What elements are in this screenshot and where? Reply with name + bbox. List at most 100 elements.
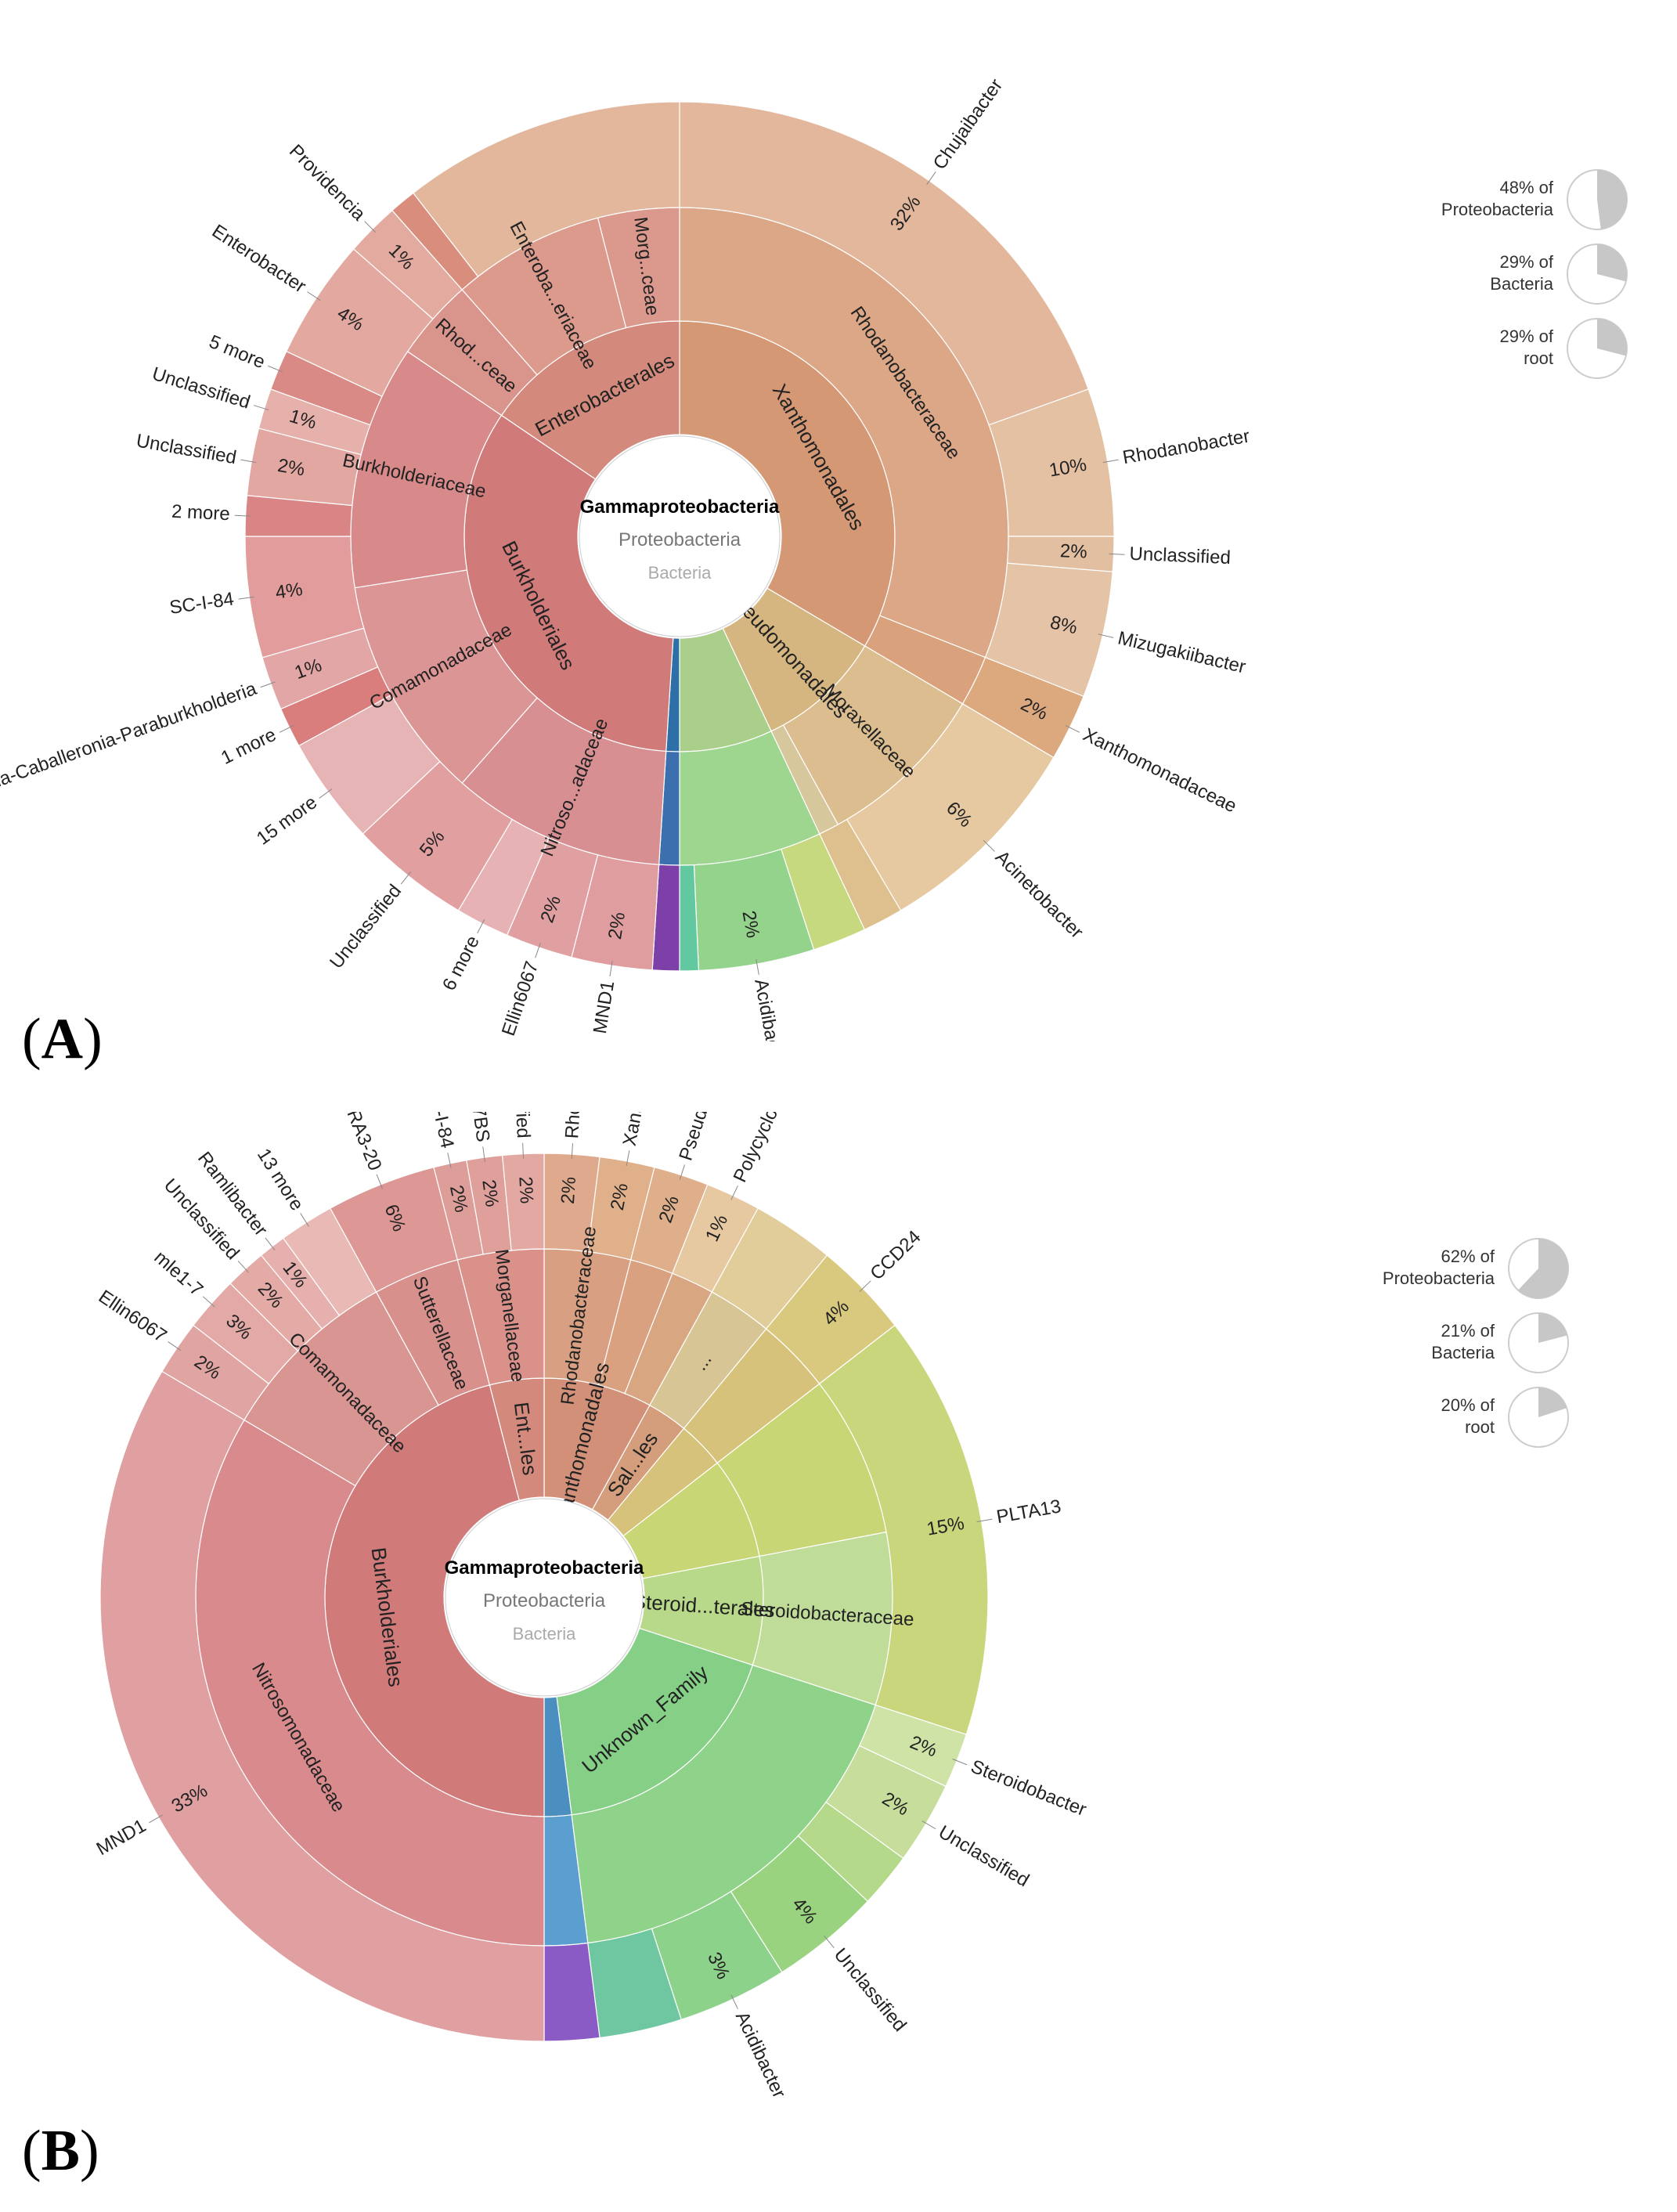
segment-label-13-more: 13 more — [253, 1145, 308, 1214]
center-circle[interactable] — [445, 1498, 644, 1697]
leader-line — [234, 514, 251, 517]
segment-label-unclassified: Unclassified — [830, 1944, 911, 2036]
leader-line — [268, 365, 283, 373]
segment-label-providencia: Providencia — [285, 140, 370, 225]
leader-line — [482, 1146, 485, 1163]
leader-line — [976, 1518, 993, 1523]
panel-label-a: (A) — [22, 1007, 103, 1071]
leader-line — [756, 959, 759, 975]
leader-line — [400, 871, 412, 885]
leader-line — [447, 1153, 452, 1168]
segment-label-chujaibacter: Chujaibacter — [929, 75, 1008, 174]
leader-line — [319, 788, 333, 799]
center-label-0: Gammaproteobacteria — [445, 1557, 644, 1579]
leader-line — [535, 943, 541, 958]
summary-of: root — [1524, 348, 1553, 368]
segment-label-rhodanobacter: Rhodanobacter — [1121, 425, 1251, 468]
summary-pie-wedge — [1538, 1313, 1567, 1343]
pct-label: 2% — [738, 909, 763, 940]
segment-label-unclassified: Unclassified — [508, 1112, 534, 1138]
summary-of: Proteobacteria — [1441, 200, 1554, 219]
summary-value: 20% of — [1441, 1395, 1495, 1415]
leader-line — [609, 961, 613, 977]
summary-pie-wedge — [1597, 170, 1627, 229]
summary-pie-wedge — [1538, 1387, 1567, 1417]
segment-label-acinetobacter: Acinetobacter — [991, 846, 1087, 943]
leader-line — [730, 1185, 738, 1200]
leader-line — [202, 1296, 215, 1308]
leader-line — [168, 1341, 182, 1351]
segment-label-2-more: 2 more — [171, 501, 230, 525]
leader-line — [265, 1237, 276, 1251]
summary-pie-wedge — [1517, 1239, 1568, 1298]
pct-label: 2% — [478, 1178, 502, 1208]
leader-line — [1098, 633, 1114, 638]
segment-label-rhodanobacteraceae: Rhodanobacteraceae — [561, 1112, 593, 1139]
leader-line — [376, 1174, 383, 1189]
pct-label: 2% — [604, 911, 629, 940]
segment-label-b1-7bs: B1-7BS — [464, 1112, 494, 1143]
leader-line — [926, 171, 936, 186]
segment-label-pseudomonadales: Pseudomonadales — [675, 1112, 743, 1164]
leader-line — [279, 725, 294, 733]
segment-label-xanthomonadaceae: Xanthomonadaceae — [1080, 724, 1240, 817]
summary-of: Bacteria — [1431, 1343, 1495, 1362]
leader-line — [952, 1759, 968, 1766]
summary-value: 29% of — [1500, 327, 1554, 346]
segment-label-unclassified: Unclassified — [1129, 543, 1231, 568]
leader-line — [240, 459, 257, 464]
segment-label-6-more: 6 more — [438, 933, 484, 994]
segment-label-tra3-20: TRA3-20 — [338, 1112, 385, 1174]
leader-line — [238, 596, 254, 600]
panel-label-b: (B) — [22, 2119, 99, 2183]
leader-line — [477, 918, 485, 934]
center-circle[interactable] — [579, 435, 781, 637]
leader-line — [1102, 459, 1119, 464]
segment-label-unclassified: Unclassified — [326, 881, 406, 973]
pct-label: 2% — [1059, 540, 1087, 562]
segment-label-polycyclovorans: Polycyclovorans — [730, 1112, 806, 1185]
leader-line — [364, 221, 377, 233]
leader-line — [149, 1814, 163, 1824]
leader-line — [307, 291, 321, 301]
leader-line — [824, 1935, 835, 1948]
segment-label-unclassified: Unclassified — [150, 363, 253, 413]
segment-label-unclassified: Unclassified — [135, 430, 238, 468]
segment-mnd1[interactable] — [99, 1370, 545, 2042]
center-label-2: Bacteria — [648, 563, 712, 583]
leader-line — [260, 681, 276, 688]
segment-label-1-more: 1 more — [218, 724, 280, 769]
segment-chujaibacter[interactable] — [679, 101, 1089, 426]
summary-value: 21% of — [1441, 1321, 1495, 1341]
leader-line — [254, 405, 269, 411]
segment-label-xanthomonadaceae: Xanthomonadaceae — [619, 1112, 672, 1148]
leader-line — [626, 1150, 630, 1167]
summary-pie-wedge — [1597, 319, 1627, 356]
center-label-1: Proteobacteria — [483, 1590, 606, 1611]
pct-label: 2% — [557, 1176, 580, 1204]
segment-label-steroidobacter: Steroidobacter — [968, 1756, 1089, 1820]
segment-label-unclassified: Unclassified — [935, 1821, 1033, 1891]
pct-label: 2% — [607, 1182, 633, 1212]
segment-label-plta13: PLTA13 — [995, 1496, 1063, 1528]
pct-label: 2% — [514, 1176, 537, 1204]
center-label-0: Gammaproteobacteria — [580, 496, 780, 518]
center-label-1: Proteobacteria — [619, 529, 741, 550]
segment-label-ellin6067: Ellin6067 — [498, 958, 543, 1038]
segment-segment[interactable] — [412, 101, 680, 277]
leader-line — [859, 1280, 871, 1292]
segment-label-mle1-7: mle1-7 — [150, 1247, 207, 1301]
leader-line — [237, 1260, 249, 1273]
leader-line — [921, 1820, 936, 1830]
leader-line — [1065, 725, 1080, 733]
leader-line — [522, 1142, 525, 1159]
summary-pie-wedge — [1597, 244, 1627, 282]
leader-line — [300, 1213, 309, 1227]
segment-label-sc-i-84: SC-I-84 — [168, 589, 236, 619]
segment-unclassified[interactable] — [501, 1153, 545, 1251]
segment-label-15-more: 15 more — [253, 792, 321, 850]
segment-label-ccd24: CCD24 — [866, 1226, 925, 1284]
segment-label-sc-i-84: SC-I-84 — [424, 1112, 458, 1150]
segment-label-mizugakiibacter: Mizugakiibacter — [1116, 627, 1248, 677]
